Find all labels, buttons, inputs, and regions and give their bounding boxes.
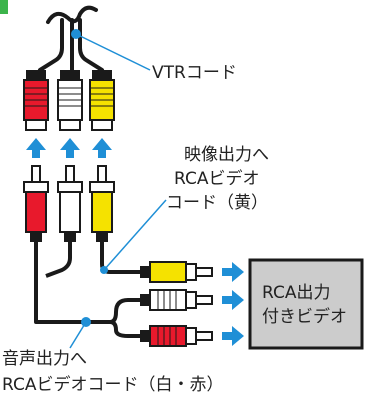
- audio-out-label-line1: 音声出力へ: [2, 349, 87, 369]
- vtr-plug-red: [23, 70, 49, 131]
- video-out-label-line3: コード（黄）: [166, 193, 268, 213]
- video-leader-line: [103, 199, 167, 271]
- rca-device-label-line2: 付きビデオ: [262, 306, 347, 327]
- side-plug-yellow: [140, 261, 213, 283]
- corner-marker: [0, 0, 8, 14]
- side-plug-red: [140, 325, 213, 347]
- rca-cables: [34, 242, 142, 338]
- vtr-cord: [38, 5, 104, 72]
- up-arrow-icon: [92, 138, 112, 158]
- up-arrow-icon: [60, 138, 80, 158]
- rca-plug-white: [57, 165, 83, 242]
- right-arrow-icon: [222, 326, 244, 346]
- vtr-leader-line: [75, 33, 151, 71]
- audio-out-label-line2: RCAビデオコード（白・赤）: [2, 374, 223, 395]
- vtr-leader-dot: [71, 29, 81, 39]
- audio-leader-line: [69, 321, 87, 349]
- rca-device-label-line1: RCA出力: [262, 283, 330, 303]
- video-out-label-line1: 映像出力へ: [184, 145, 269, 165]
- rca-output-device-box: [248, 258, 364, 350]
- right-arrow-icon: [222, 262, 244, 282]
- vtr-cord-label: VTRコード: [152, 63, 237, 83]
- video-out-label-line2: RCAビデオ: [174, 168, 259, 189]
- audio-leader-dot: [81, 317, 91, 327]
- right-arrow-icon: [222, 290, 244, 310]
- rca-plug-red: [23, 165, 49, 242]
- rca-plug-yellow: [89, 165, 115, 242]
- side-plug-white: [140, 289, 213, 311]
- vtr-plug-white: [57, 70, 83, 131]
- video-leader-dot: [100, 266, 108, 274]
- up-arrow-icon: [26, 138, 46, 158]
- vtr-plug-yellow: [89, 70, 115, 131]
